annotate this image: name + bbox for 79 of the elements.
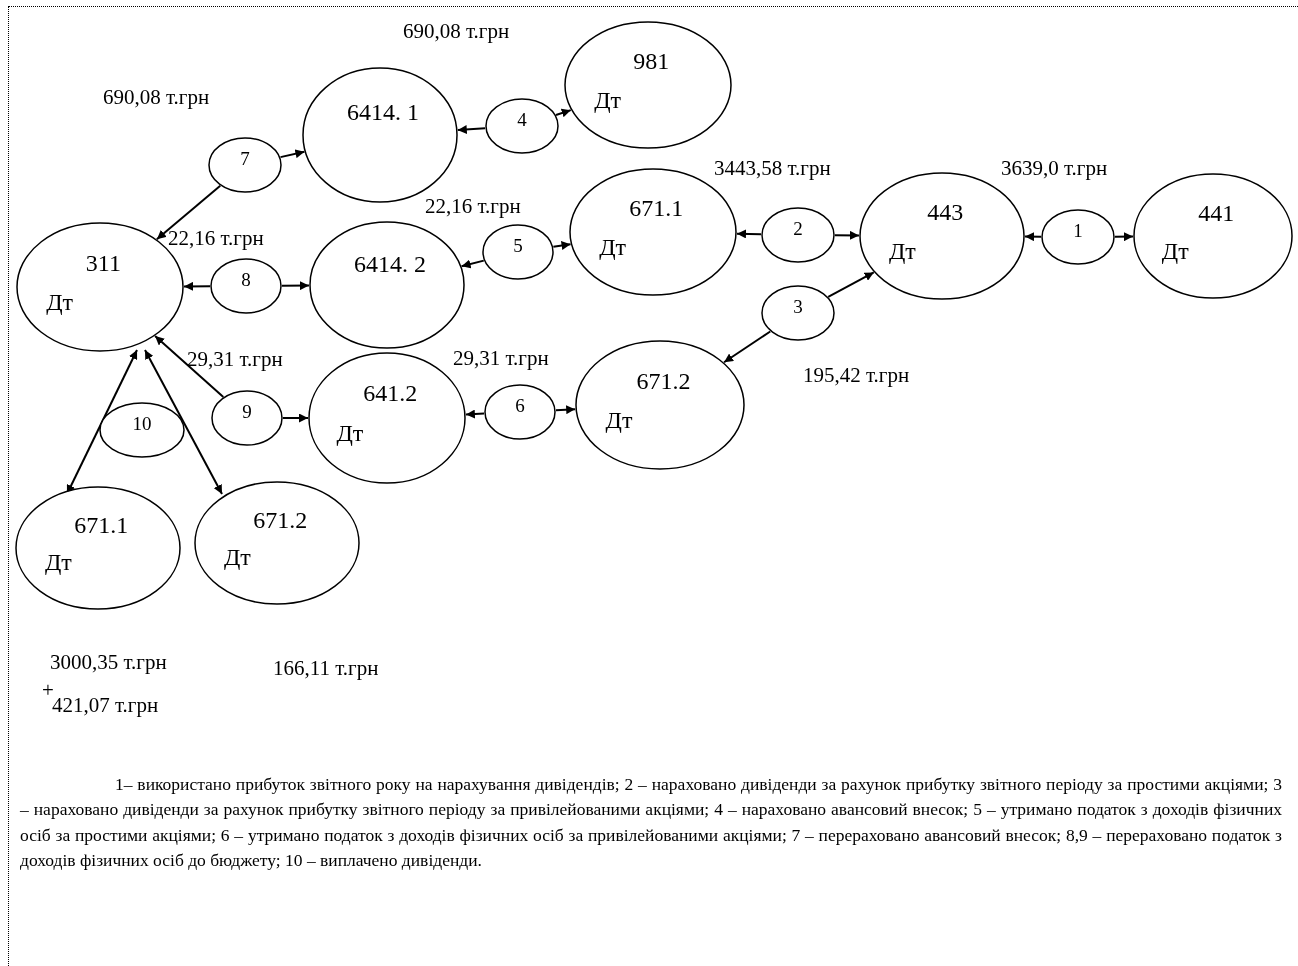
amount-label: 166,11 т.грн: [273, 658, 379, 679]
amount-label: 3000,35 т.грн: [50, 652, 167, 673]
arrow: [154, 335, 225, 398]
operation-circle: [761, 285, 835, 341]
account-number: 671.1: [628, 196, 685, 222]
account-ellipse: [564, 21, 732, 149]
arrow: [735, 229, 762, 239]
amount-label: 3639,0 т.грн: [1001, 158, 1108, 179]
plus-sign: +: [42, 680, 54, 701]
arrow: [279, 149, 306, 159]
arrow: [723, 330, 772, 364]
arrow: [281, 281, 310, 291]
account-ellipse: [309, 221, 465, 349]
amount-label: 29,31 т.грн: [187, 349, 283, 370]
operation-number: 8: [240, 270, 252, 291]
arrow: [456, 125, 487, 134]
account-ellipse: [15, 486, 181, 610]
account-ellipse: [1133, 173, 1293, 299]
account-number: 441: [1197, 200, 1236, 226]
amount-label: 690,08 т.грн: [403, 21, 510, 42]
amount-label: 421,07 т.грн: [52, 695, 159, 716]
legend-paragraph: 1– використано прибуток звітного року на нарахування дивідендів; 2 – нараховано дивіденди за рахунок прибутку звітного періоду за простими акціями; 3 – нараховано дивіденди за рахунок прибутку звітного періоду за привілейованими акціями; 4 – нараховано авансовий внесок; 5 – утримано податок з доходів фізичних осіб за простими акціями; 6 – утримано податок з доходів фізичних осіб за привілейованими акціями; 7 – перераховано авансовий внесок; 8,9 – перераховано податок з доходів фізичних осіб до бюджету; 10 – виплачено дивіденди.: [20, 773, 1282, 873]
operation-circle: [211, 390, 283, 446]
operation-number: 4: [516, 110, 528, 131]
operation-circle: [482, 224, 554, 280]
account-number: 311: [84, 250, 122, 276]
operation-circle: [208, 137, 282, 193]
arrow: [1114, 232, 1134, 242]
arrow: [552, 241, 572, 250]
amount-label: 29,31 т.грн: [453, 348, 549, 369]
arrow: [827, 271, 875, 298]
account-number: 671.2: [635, 368, 692, 394]
arrow: [1024, 232, 1042, 242]
debit-label: Дт: [1161, 238, 1189, 264]
account-number: 6414. 2: [353, 251, 428, 277]
operation-number: 5: [512, 236, 524, 257]
debit-label: Дт: [594, 87, 622, 113]
debit-label: Дт: [888, 238, 916, 264]
arrow: [183, 281, 211, 291]
arrow: [834, 230, 860, 240]
account-number: 671.1: [73, 513, 130, 539]
amount-label: 3443,58 т.грн: [714, 158, 831, 179]
debit-label: Дт: [336, 420, 364, 446]
operation-circle: [99, 402, 185, 458]
account-number: 641.2: [362, 381, 419, 407]
account-number: 981: [632, 49, 671, 75]
operation-circle: [761, 207, 835, 263]
arrow: [282, 413, 309, 423]
operation-number: 10: [131, 414, 153, 435]
amount-label: 22,16 т.грн: [168, 228, 264, 249]
account-number: 671.2: [252, 508, 309, 534]
account-number: 443: [926, 200, 965, 226]
operation-circle: [485, 98, 559, 154]
amount-label: 22,16 т.грн: [425, 196, 521, 217]
debit-label: Дт: [44, 550, 72, 576]
arrow: [464, 409, 486, 419]
operation-number: 9: [241, 402, 253, 423]
arrow: [460, 259, 485, 269]
operation-number: 2: [792, 219, 804, 240]
account-ellipse: [194, 481, 360, 605]
debit-label: Дт: [223, 545, 251, 571]
amount-label: 195,42 т.грн: [803, 365, 910, 386]
amount-label: 690,08 т.грн: [103, 87, 210, 108]
arrow: [554, 405, 577, 415]
operation-circle: [210, 258, 282, 314]
arrow: [144, 349, 223, 495]
operation-number: 6: [514, 396, 526, 417]
arrow: [555, 108, 572, 118]
operation-circle: [1041, 209, 1115, 265]
debit-label: Дт: [605, 407, 633, 433]
debit-label: Дт: [599, 234, 627, 260]
account-ellipse: [575, 340, 745, 470]
account-number: 6414. 1: [346, 99, 421, 125]
operation-number: 1: [1072, 221, 1084, 242]
debit-label: Дт: [46, 289, 74, 315]
operation-number: 7: [239, 149, 251, 170]
operation-number: 3: [792, 297, 804, 318]
operation-circle: [484, 384, 556, 440]
arrow: [155, 184, 222, 241]
